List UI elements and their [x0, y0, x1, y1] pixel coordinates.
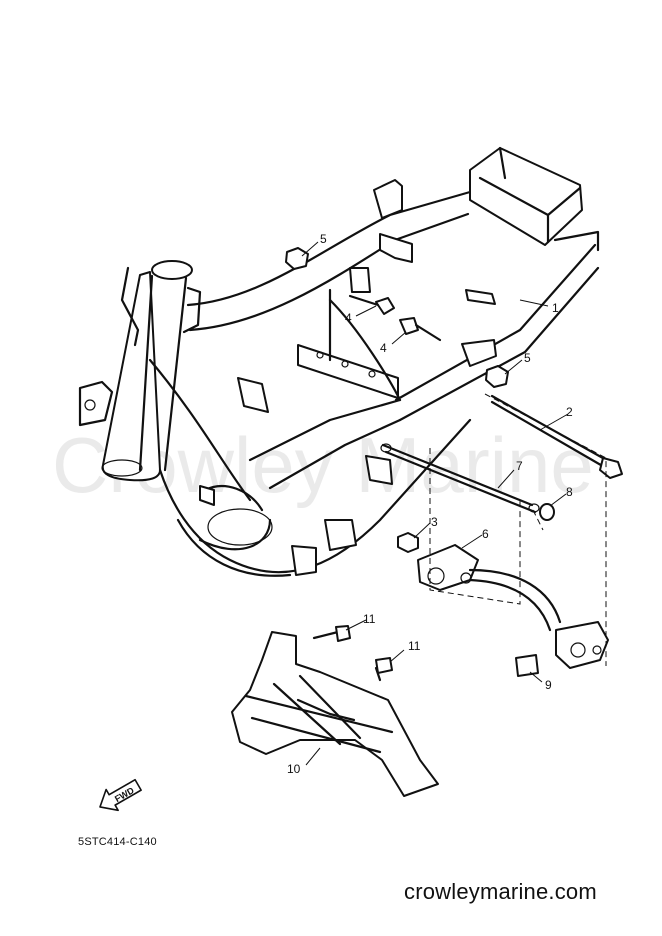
bolt-part-11-a: [312, 625, 351, 642]
callout-8: 8: [566, 485, 573, 499]
bush: [539, 503, 555, 521]
bolt-part-4-a: [348, 294, 395, 315]
nut-part-5-b: [485, 365, 509, 388]
callout-4-lower: 4: [380, 341, 387, 355]
callout-3: 3: [431, 515, 438, 529]
leader-lines: [301, 241, 569, 766]
head-tube: [101, 271, 161, 482]
mud-guard: [231, 631, 439, 797]
head-tube-top: [151, 260, 193, 280]
callout-5-upper: 5: [320, 232, 327, 246]
callout-labels: 5 1 4 4 5 2 7 8 3 6 11 11 9 10: [287, 232, 573, 776]
callout-4-upper: 4: [345, 311, 352, 325]
callout-5-lower: 5: [524, 351, 531, 365]
callout-1: 1: [552, 301, 559, 315]
bolt-part-11-b: [374, 657, 393, 682]
site-footer-text[interactable]: crowleymarine.com: [404, 879, 597, 904]
callout-2: 2: [566, 405, 573, 419]
fwd-arrow-icon: FWD: [99, 778, 142, 812]
callout-7: 7: [516, 459, 523, 473]
diagram-code: 5STC414-C140: [78, 836, 157, 848]
callout-9: 9: [545, 678, 552, 692]
bolt-part-4-b: [399, 317, 442, 342]
callout-10: 10: [287, 762, 301, 776]
engine-bracket: [417, 544, 609, 669]
nut-part-5-a: [285, 247, 309, 270]
nut-part-3: [397, 532, 419, 553]
group-outline: [429, 393, 607, 666]
frame-assembly: [78, 146, 600, 577]
callout-11-upper: 11: [363, 612, 376, 626]
damper: [515, 654, 539, 677]
rear-carrier: [469, 147, 583, 246]
callout-11-lower: 11: [408, 639, 421, 653]
callout-6: 6: [482, 527, 489, 541]
